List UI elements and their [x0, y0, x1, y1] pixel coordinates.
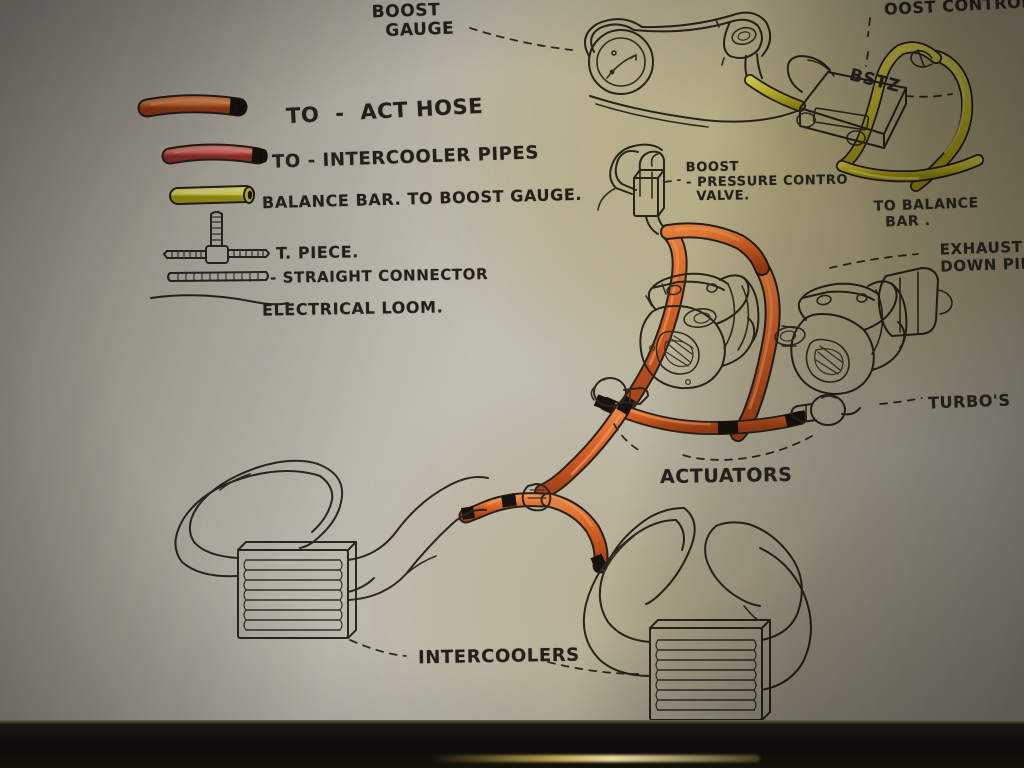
- callout-exhaust-down-pipe: EXHAUST DOWN PIP: [939, 237, 1024, 276]
- callout-boost-gauge: BOOST GAUGE: [371, 0, 455, 42]
- legend-label-straight-connector: - STRAIGHT CONNECTOR: [269, 265, 489, 287]
- callout-turbos: TURBO'S: [927, 390, 1011, 413]
- desk-reflection: [430, 755, 760, 762]
- callout-actuators: ACTUATORS: [659, 463, 793, 489]
- legend-label-electrical-loom: ELECTRICAL LOOM.: [261, 297, 444, 320]
- callout-boost-pressure-control-valve: BOOST - PRESSURE CONTRO VALVE.: [685, 159, 849, 205]
- callout-to-balance-bar: TO BALANCE BAR .: [873, 195, 980, 231]
- legend-label-t-piece: T. PIECE.: [275, 242, 360, 263]
- callout-intercoolers: INTERCOOLERS: [417, 644, 580, 669]
